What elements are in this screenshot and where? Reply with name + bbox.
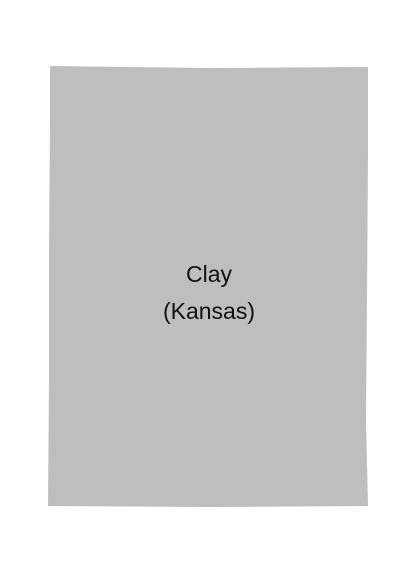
- clay-county-shape: [48, 66, 368, 507]
- county-name: Clay: [185, 261, 232, 287]
- state-name: (Kansas): [162, 298, 256, 324]
- county-label: Clay (Kansas): [109, 256, 309, 330]
